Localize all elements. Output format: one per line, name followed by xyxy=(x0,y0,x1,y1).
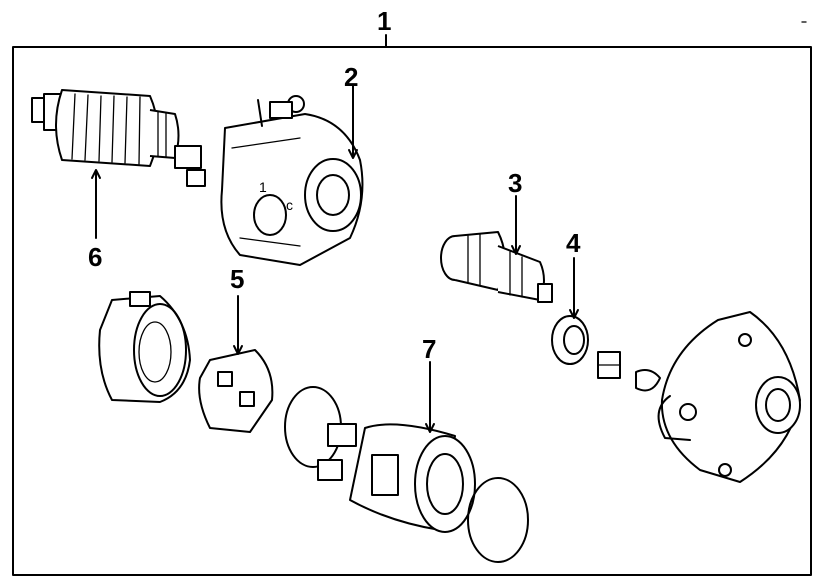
armature-part xyxy=(31,89,206,239)
callout-2-label: 2 xyxy=(344,62,358,92)
brush-holder-plate-part xyxy=(98,291,191,403)
drive-housing-part: 1 c xyxy=(220,85,364,266)
callout-4-label: 4 xyxy=(566,228,581,258)
callout-1: 1 xyxy=(377,6,391,48)
yoke-part xyxy=(317,361,476,533)
snap-ring-part xyxy=(597,351,661,392)
drive-end-frame-part xyxy=(657,311,801,483)
callout-5-label: 5 xyxy=(230,264,244,294)
callout-1-label: 1 xyxy=(377,6,391,36)
stop-collar-part xyxy=(551,257,589,365)
callout-6-label: 6 xyxy=(88,242,102,272)
callout-3-label: 3 xyxy=(508,168,522,198)
callout-7-label: 7 xyxy=(422,334,436,364)
svg-text:1: 1 xyxy=(259,179,267,195)
o-ring-right-part xyxy=(467,477,529,563)
brush-holder-part xyxy=(198,295,274,433)
assembly-frame xyxy=(12,46,812,576)
svg-text:c: c xyxy=(286,197,293,213)
clutch-pinion-part xyxy=(440,195,553,303)
